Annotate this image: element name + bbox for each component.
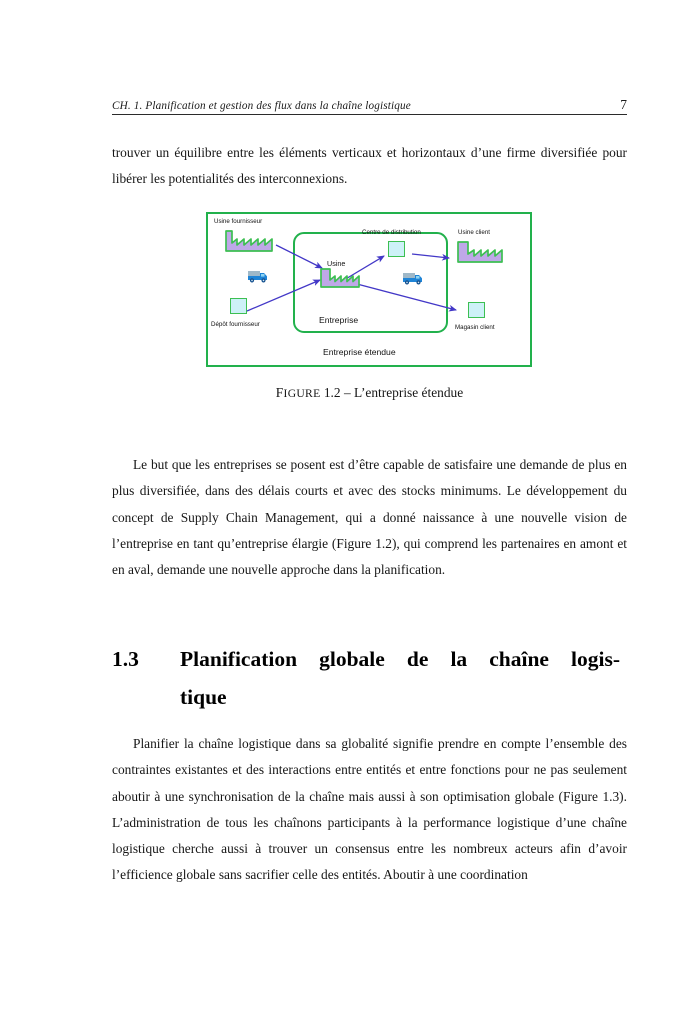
section-number: 1.3 <box>112 647 139 671</box>
figure-caption-dash: – <box>343 385 351 400</box>
depot-icon-supplier <box>230 298 247 314</box>
figure-caption-label: FIGURE <box>275 385 321 400</box>
running-header: CH. 1. Planification et gestion des flux… <box>112 97 627 113</box>
paragraph-intro: trouver un équilibre entre les éléments … <box>112 145 627 187</box>
figure-caption-text: L’entreprise étendue <box>354 385 464 400</box>
label-depot-fournisseur: Dépôt fournisseur <box>211 321 260 328</box>
truck-icon-outbound <box>402 271 426 286</box>
factory-icon-client <box>456 240 504 264</box>
figure-caption: FIGURE 1.2 – L’entreprise étendue <box>112 385 627 401</box>
truck-icon-inbound <box>247 269 271 284</box>
depot-icon-client-store <box>468 302 485 318</box>
header-rule <box>112 114 627 115</box>
figure-caption-number: 1.2 <box>323 385 341 400</box>
section-heading-1-3: 1.3 Planification globale de la chaîne lo… <box>112 640 627 716</box>
figure-extended-enterprise: Usine fournisseur Dépôt fournisseur Usin <box>206 212 532 367</box>
label-usine: Usine <box>327 259 346 268</box>
depot-icon-distribution-center <box>388 241 405 257</box>
factory-icon-supplier <box>224 229 274 253</box>
label-usine-fournisseur: Usine fournisseur <box>214 218 263 225</box>
header-page-number: 7 <box>620 97 627 112</box>
paragraph-le-but: Le but que les entreprises se posent est… <box>112 457 627 578</box>
label-entreprise: Entreprise <box>319 315 359 325</box>
label-usine-client: Usine client <box>458 229 490 236</box>
section-title: Planification globale de la chaîne logis… <box>180 640 620 716</box>
section-title-line2: tique <box>180 685 227 709</box>
header-chapter-title: CH. 1. Planification et gestion des flux… <box>112 100 411 112</box>
label-entreprise-etendue: Entreprise étendue <box>323 347 396 357</box>
factory-icon-enterprise <box>319 267 361 289</box>
section-title-line1: Planification globale de la chaîne logis… <box>180 647 620 671</box>
paragraph-planifier: Planifier la chaîne logistique dans sa g… <box>112 736 627 883</box>
label-centre-distribution: Centre de distribution <box>362 229 421 236</box>
label-magasin-client: Magasin client <box>455 324 495 331</box>
